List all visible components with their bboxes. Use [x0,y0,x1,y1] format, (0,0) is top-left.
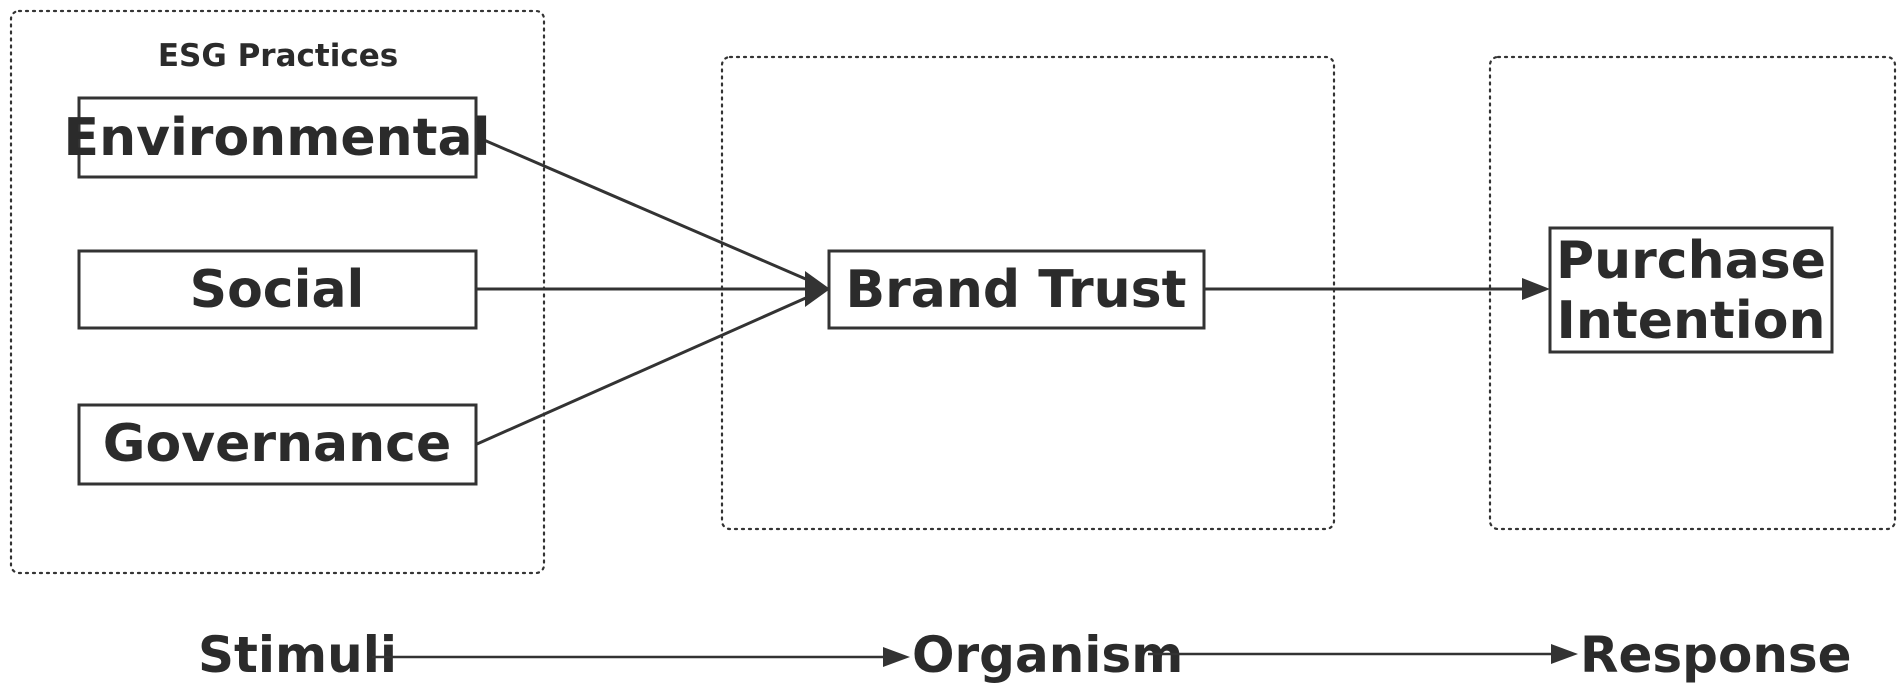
flow-stimuli-label: Stimuli [198,626,397,684]
arrowhead-brand-trust [805,271,830,307]
arrowhead-purchase-intention [1522,278,1550,300]
node-purchase-intention: Purchase Intention [1548,226,1834,354]
edge-governance-brand-trust [476,295,809,446]
node-brand-trust-label: Brand Trust [846,260,1187,320]
node-governance-label: Governance [103,414,451,474]
node-brand-trust: Brand Trust [827,249,1206,330]
node-governance: Governance [77,403,478,486]
flow-arrowhead-response [1551,644,1578,664]
flow-arrowhead-organism [883,647,910,667]
stimuli-group-box [9,9,546,575]
flow-response-label: Response [1580,626,1852,684]
edge-environmental-brand-trust [476,135,809,282]
node-social-label: Social [190,260,365,320]
response-group-box [1488,55,1897,531]
flow-organism-label: Organism [912,626,1183,684]
node-environmental-label: Environmental [64,108,491,168]
organism-group-box [720,55,1336,531]
node-social: Social [77,249,478,330]
node-purchase-intention-line2: Intention [1557,291,1826,351]
node-purchase-intention-line1: Purchase [1556,231,1826,291]
esg-practices-title: ESG Practices [158,38,398,74]
node-environmental: Environmental [64,96,491,179]
